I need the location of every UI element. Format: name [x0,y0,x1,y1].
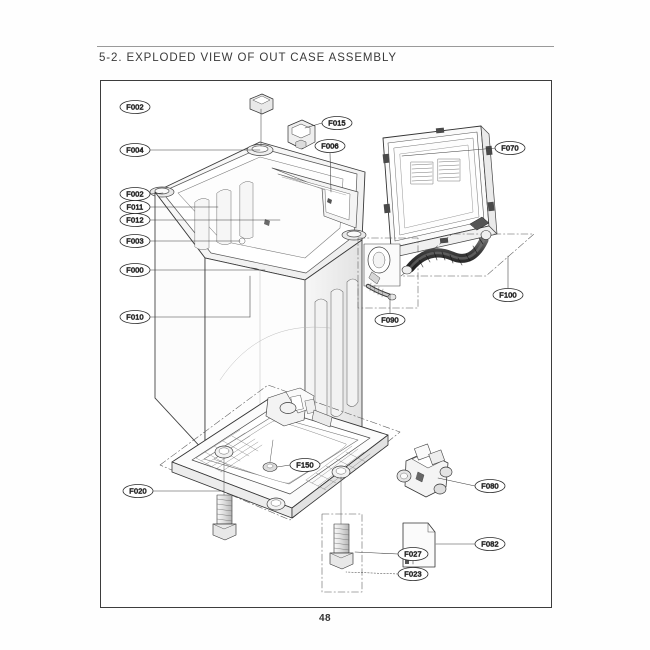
callout-label: F150 [296,461,313,470]
callout-F027: F027 [397,547,429,561]
callout-label: F011 [127,203,144,212]
exploded-view-diagram: F002 F004 F002 F011 F012 [119,93,535,593]
part-F080-valve [396,443,453,498]
callout-label: F002 [126,190,143,199]
part-F070-lid-panel [382,125,498,257]
callout-label: F023 [404,570,421,579]
callout-label: F000 [126,266,143,275]
callout-bubbles: F002 F004 F002 F011 F012 [119,100,526,581]
callout-label: F012 [126,216,143,225]
callout-F002: F002 [119,187,151,201]
callout-F100: F100 [492,288,524,302]
callout-F082: F082 [474,537,506,551]
part-F090-assembly [357,237,419,309]
callout-F003: F003 [119,234,151,248]
callout-F015: F015 [321,116,353,130]
callout-label: F070 [501,144,518,153]
callout-label: F010 [126,313,143,322]
callout-label: F003 [126,237,143,246]
part-F020-bolt [212,457,237,541]
callout-F150: F150 [289,458,321,472]
part-F027-bolt [321,476,363,593]
callout-F012: F012 [119,213,151,227]
callout-F010: F010 [119,310,151,324]
callout-label: F100 [499,291,516,300]
callout-F020: F020 [122,484,154,498]
part-top-clip [249,93,274,147]
callout-F000: F000 [119,263,151,277]
callout-label: F015 [328,119,345,128]
page-number: 48 [318,613,332,624]
header-divider [97,46,554,47]
callout-F090: F090 [374,313,406,327]
callout-F080: F080 [474,479,506,493]
callout-F004: F004 [119,143,151,157]
callout-F070: F070 [494,141,526,155]
callout-label: F082 [481,540,498,549]
part-F100-drain-hose [400,216,535,277]
callout-label: F020 [129,487,146,496]
callout-label: F006 [321,142,338,151]
callout-F011: F011 [119,200,151,214]
callout-label: F080 [481,482,498,491]
callout-label: F090 [381,316,398,325]
callout-label: F027 [404,550,421,559]
callout-F006: F006 [314,139,346,153]
callout-F023: F023 [397,567,429,581]
page-title: 5-2. EXPLODED VIEW OF OUT CASE ASSEMBLY [99,52,397,64]
callout-label: F004 [126,146,143,155]
callout-label: F002 [126,103,143,112]
part-F015-bracket [287,119,316,150]
callout-F002-top: F002 [119,100,151,114]
